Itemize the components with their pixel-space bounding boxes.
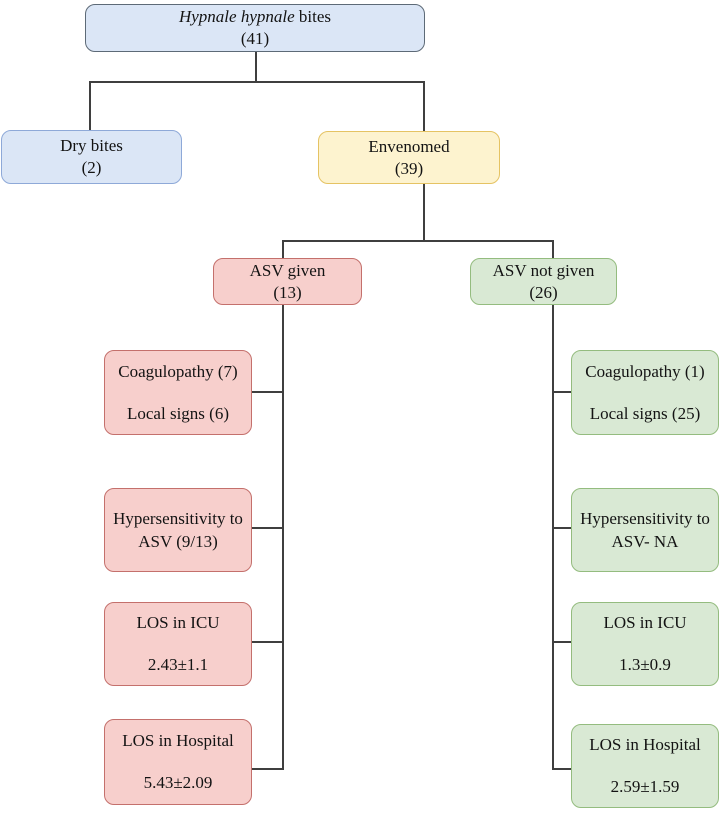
connector-line [282, 240, 284, 258]
node-asv-not-given-los-hospital: LOS in Hospital 2.59±1.59 [571, 724, 719, 808]
node-title: Hypnale hypnale bites [179, 6, 331, 28]
node-count: (41) [240, 29, 270, 48]
node-dry-bites: Dry bites (2) [1, 130, 182, 184]
outcome-line: LOS in ICU [136, 613, 220, 633]
connector-line [282, 240, 554, 242]
node-asv-given-los-hospital: LOS in Hospital 5.43±2.09 [104, 719, 252, 805]
outcome-line: Hypersensitivity to [113, 508, 243, 528]
connector-line [252, 527, 284, 529]
node-asv-not-given-los-icu: LOS in ICU 1.3±0.9 [571, 602, 719, 686]
outcome-line: 5.43±2.09 [143, 773, 213, 792]
connector-line [89, 81, 425, 83]
connector-line [553, 527, 573, 529]
connector-line [553, 391, 573, 393]
node-envenomed: Envenomed (39) [318, 131, 500, 184]
node-asv-given-los-icu: LOS in ICU 2.43±1.1 [104, 602, 252, 686]
node-label: Envenomed [368, 136, 450, 156]
outcome-line: Local signs (25) [589, 403, 701, 423]
connector-line [552, 240, 554, 258]
node-count: (13) [273, 282, 302, 302]
node-count: (26) [529, 282, 558, 302]
connector-line [553, 641, 573, 643]
connector-line [423, 81, 425, 131]
connector-line [252, 391, 284, 393]
outcome-line: ASV- NA [611, 531, 679, 551]
outcome-line: ASV (9/13) [138, 531, 218, 551]
node-asv-not-given: ASV not given (26) [470, 258, 617, 305]
connector-line [89, 81, 91, 130]
outcome-line: Hypersensitivity to [580, 508, 710, 528]
node-label: ASV given [249, 260, 326, 280]
node-asv-not-given-hypersensitivity: Hypersensitivity to ASV- NA [571, 488, 719, 572]
outcome-line: LOS in ICU [603, 613, 687, 633]
connector-line [553, 768, 573, 770]
outcome-line: Coagulopathy (7) [118, 361, 238, 381]
connector-line [250, 768, 284, 770]
connector-line [255, 52, 257, 82]
outcome-line: Coagulopathy (1) [585, 361, 705, 381]
outcome-line: Local signs (6) [127, 403, 229, 423]
node-asv-given-hypersensitivity: Hypersensitivity to ASV (9/13) [104, 488, 252, 572]
outcome-line: LOS in Hospital [589, 735, 701, 755]
outcome-line: LOS in Hospital [122, 731, 234, 751]
species-name: Hypnale hypnale [178, 7, 295, 27]
node-asv-given: ASV given (13) [213, 258, 362, 305]
node-count: (39) [394, 158, 424, 178]
node-count: (2) [81, 158, 102, 177]
connector-line [552, 305, 554, 770]
connector-line [252, 641, 284, 643]
connector-line [423, 184, 425, 242]
node-label: ASV not given [492, 260, 595, 280]
node-hypnale-bites: Hypnale hypnale bites (41) [85, 4, 425, 52]
outcome-line: 1.3±0.9 [619, 655, 671, 674]
outcome-line: 2.59±1.59 [610, 777, 680, 796]
node-label: Dry bites [60, 136, 123, 156]
node-asv-given-coagulopathy: Coagulopathy (7) Local signs (6) [104, 350, 252, 435]
title-suffix: bites [294, 7, 331, 27]
connector-line [282, 305, 284, 770]
node-asv-not-given-coagulopathy: Coagulopathy (1) Local signs (25) [571, 350, 719, 435]
outcome-line: 2.43±1.1 [147, 655, 209, 674]
